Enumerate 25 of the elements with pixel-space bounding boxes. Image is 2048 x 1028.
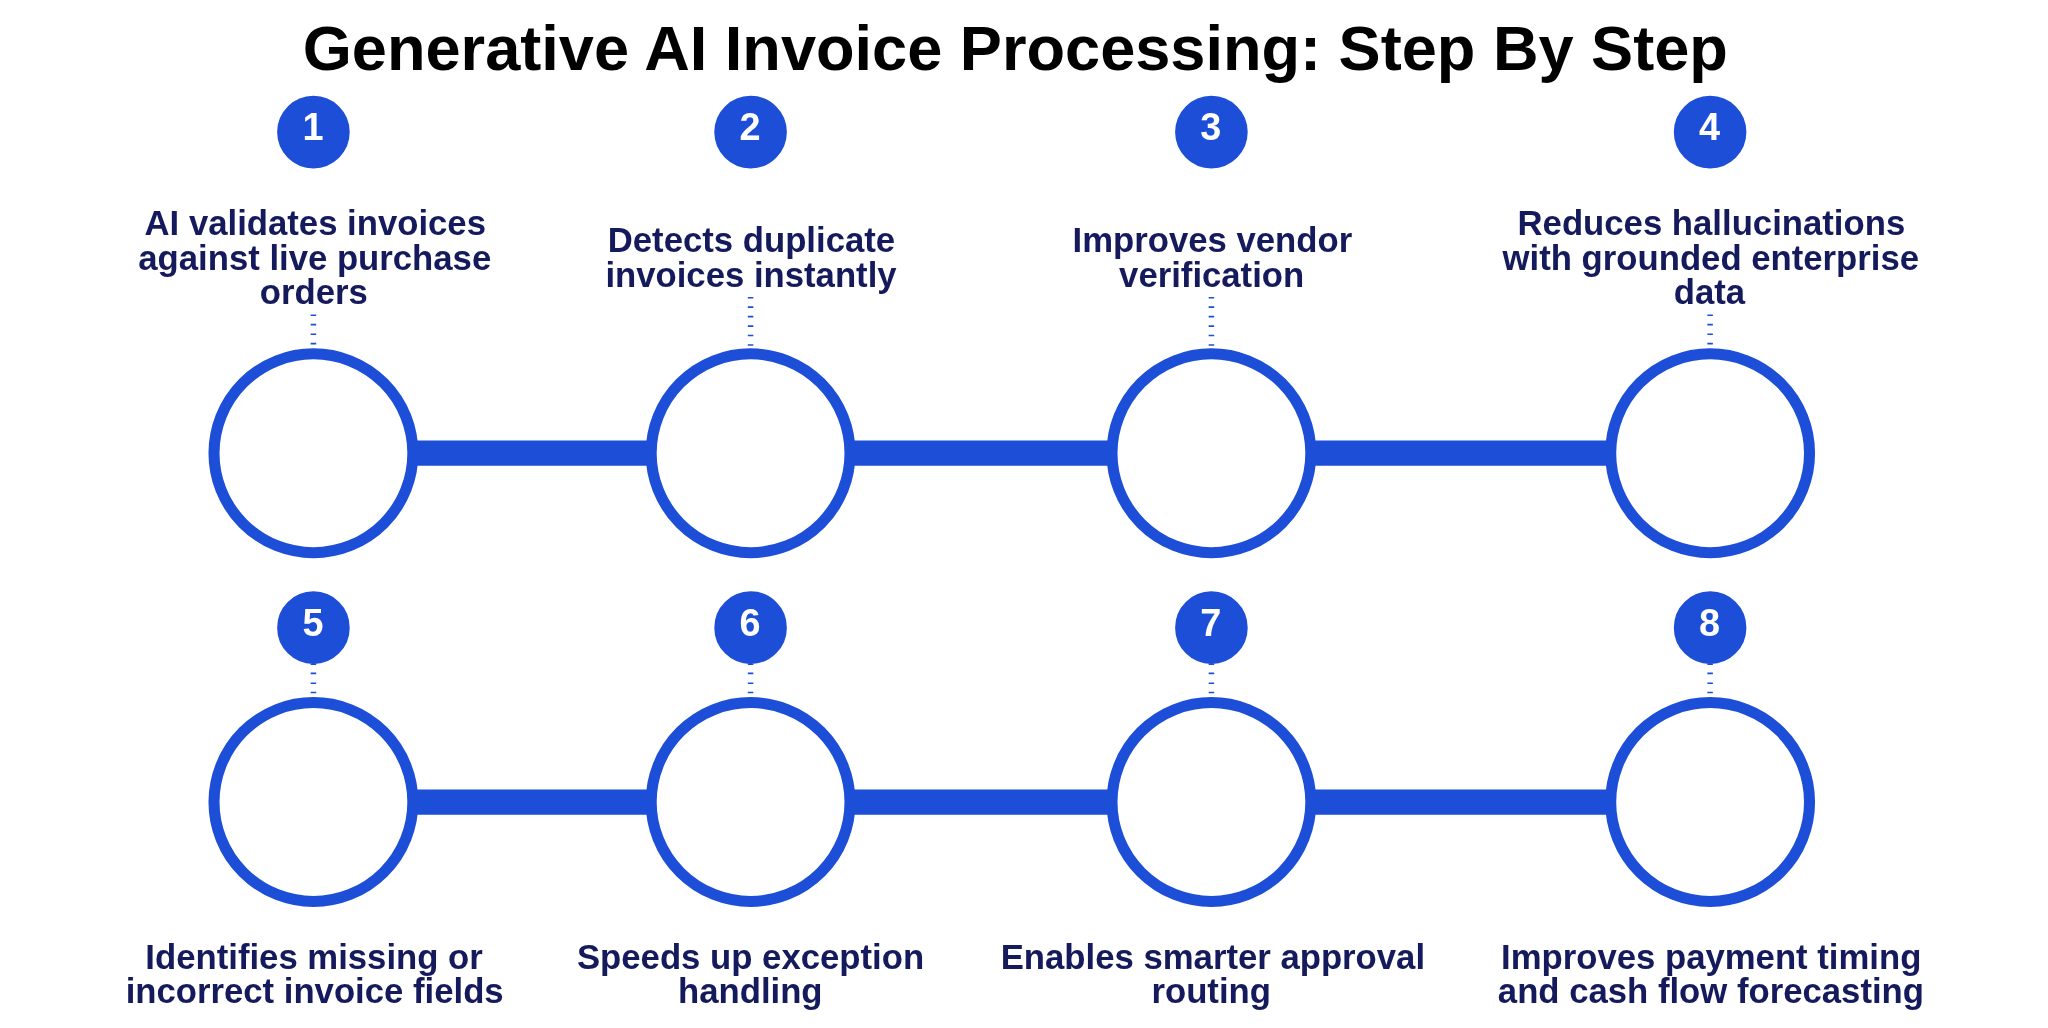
node-circle: 6 xyxy=(714,591,787,664)
node-circle xyxy=(1106,348,1317,559)
node-circle xyxy=(1605,348,1816,559)
node-text: Detects duplicate invoices instantly xyxy=(605,221,897,294)
node-circle xyxy=(208,697,419,907)
node-text: AI validates invoices against live purchase orders xyxy=(138,203,492,312)
node-circle xyxy=(1605,697,1816,907)
node-circle: 2 xyxy=(714,95,787,169)
node-circle xyxy=(645,348,856,559)
node-label: Speeds up exception handling xyxy=(576,937,925,1011)
node-label: Identifies missing or incorrect invoice fields xyxy=(125,937,504,1011)
node-circle: 5 xyxy=(277,591,350,664)
node-text: Reduces hallucinations with grounded enterprise data xyxy=(1502,203,1920,312)
node-circle: 3 xyxy=(1175,95,1248,169)
node-label: Enables smarter approval routing xyxy=(1000,937,1426,1011)
node-label: Improves payment timing and cash flow forecasting xyxy=(1497,937,1925,1011)
node-circle xyxy=(1106,697,1317,907)
node-circle xyxy=(645,697,856,907)
node-circle xyxy=(208,348,419,559)
node-circle: 4 xyxy=(1673,95,1747,169)
node-circle: 8 xyxy=(1673,591,1747,664)
node-text: Improves vendor verification xyxy=(1072,221,1353,294)
node-circle: 1 xyxy=(277,95,350,169)
node-circle: 7 xyxy=(1175,591,1248,664)
diagram-title: Generative AI Invoice Processing: Step By Step xyxy=(302,12,1728,83)
